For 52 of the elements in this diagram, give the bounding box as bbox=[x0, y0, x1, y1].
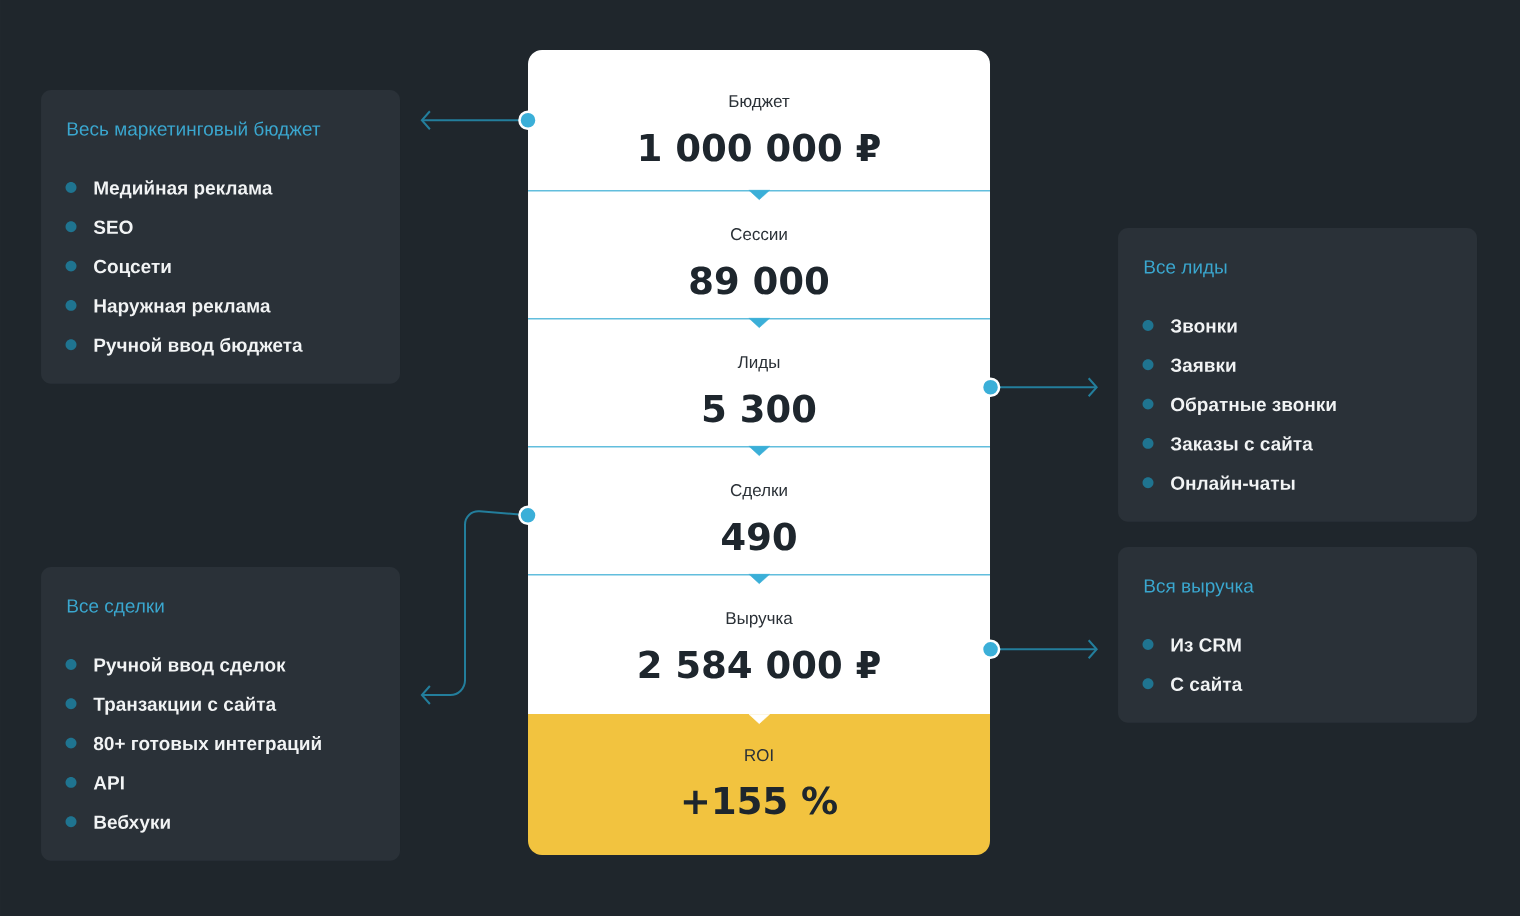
list-item: SEO bbox=[93, 220, 133, 234]
chevron-arrow bbox=[748, 573, 770, 584]
list-item: Соцсети bbox=[94, 259, 171, 277]
funnel-stage bbox=[528, 714, 990, 855]
panel-heading: Вся выручка bbox=[1144, 579, 1254, 597]
list-item: Онлайн-чаты bbox=[1171, 475, 1295, 490]
chevron-arrow bbox=[748, 445, 770, 456]
chevron-arrow bbox=[748, 317, 770, 328]
funnel-stage bbox=[527, 574, 991, 714]
funnel-stage bbox=[527, 318, 991, 446]
list-item: Транзакции с сайта bbox=[93, 696, 277, 715]
funnel-stage bbox=[527, 446, 991, 574]
list-item: Заявки bbox=[1170, 358, 1236, 372]
stage-label: Выручка bbox=[726, 612, 793, 628]
list-item: Ручной ввод сделок bbox=[94, 657, 286, 676]
connector-arrow bbox=[420, 110, 538, 131]
connector-arrow bbox=[420, 505, 538, 705]
list-panel bbox=[41, 90, 400, 384]
panel-heading: Весь маркетинговый бюджет bbox=[67, 121, 321, 140]
stage-label: Бюджет bbox=[729, 95, 790, 111]
funnel-stage bbox=[527, 190, 991, 318]
panel-heading: Все лиды bbox=[1144, 260, 1227, 278]
funnel-stage bbox=[528, 50, 990, 190]
stage-value: 5 300 bbox=[703, 394, 816, 423]
chevron-arrow bbox=[748, 189, 770, 200]
stage-value: 490 bbox=[722, 522, 796, 551]
list-item: API bbox=[93, 776, 124, 790]
list-item: 80+ готовых интеграций bbox=[93, 735, 321, 755]
stage-label: Сессии bbox=[731, 228, 787, 241]
list-item: Вебхуки bbox=[94, 814, 170, 833]
list-item: Обратные звонки bbox=[1171, 397, 1336, 416]
list-panel bbox=[1118, 547, 1477, 723]
stage-label: ROI bbox=[745, 749, 773, 762]
stage-label: Лиды bbox=[737, 356, 780, 372]
list-item: Из CRM bbox=[1171, 638, 1241, 652]
stage-value: 89 000 bbox=[690, 266, 829, 295]
connector-arrow bbox=[980, 377, 1098, 398]
list-panel bbox=[1118, 228, 1477, 522]
list-item: Медийная реклама bbox=[94, 180, 273, 199]
list-panel bbox=[41, 567, 400, 861]
list-item: Наружная реклама bbox=[94, 299, 271, 317]
connector-arrow bbox=[980, 639, 1098, 660]
stage-label: Сделки bbox=[730, 484, 787, 500]
list-item: Ручной ввод бюджета bbox=[94, 337, 303, 356]
stage-value: +155 % bbox=[683, 786, 837, 815]
stage-value: 1 000 000 ₽ bbox=[640, 133, 880, 162]
stage-value: 2 584 000 ₽ bbox=[639, 650, 880, 679]
chevron-arrow bbox=[748, 713, 770, 724]
list-item: Звонки bbox=[1170, 319, 1237, 333]
panel-heading: Все сделки bbox=[67, 599, 164, 617]
list-item: Заказы с сайта bbox=[1170, 436, 1313, 451]
list-item: С сайта bbox=[1171, 676, 1243, 691]
